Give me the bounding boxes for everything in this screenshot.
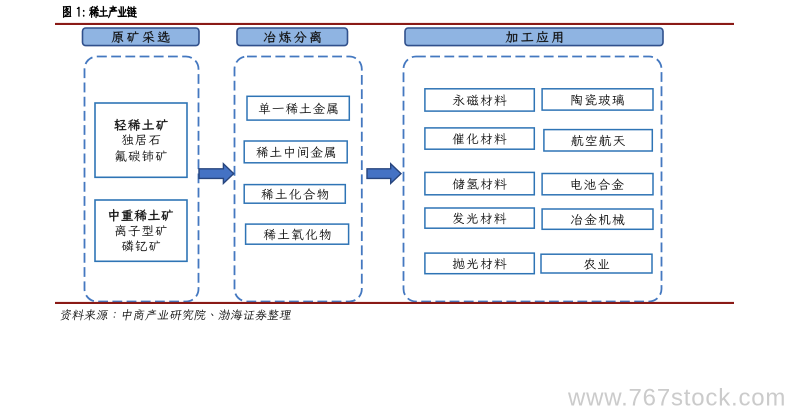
svg-text:www.767stock.com: www.767stock.com: [567, 385, 786, 412]
